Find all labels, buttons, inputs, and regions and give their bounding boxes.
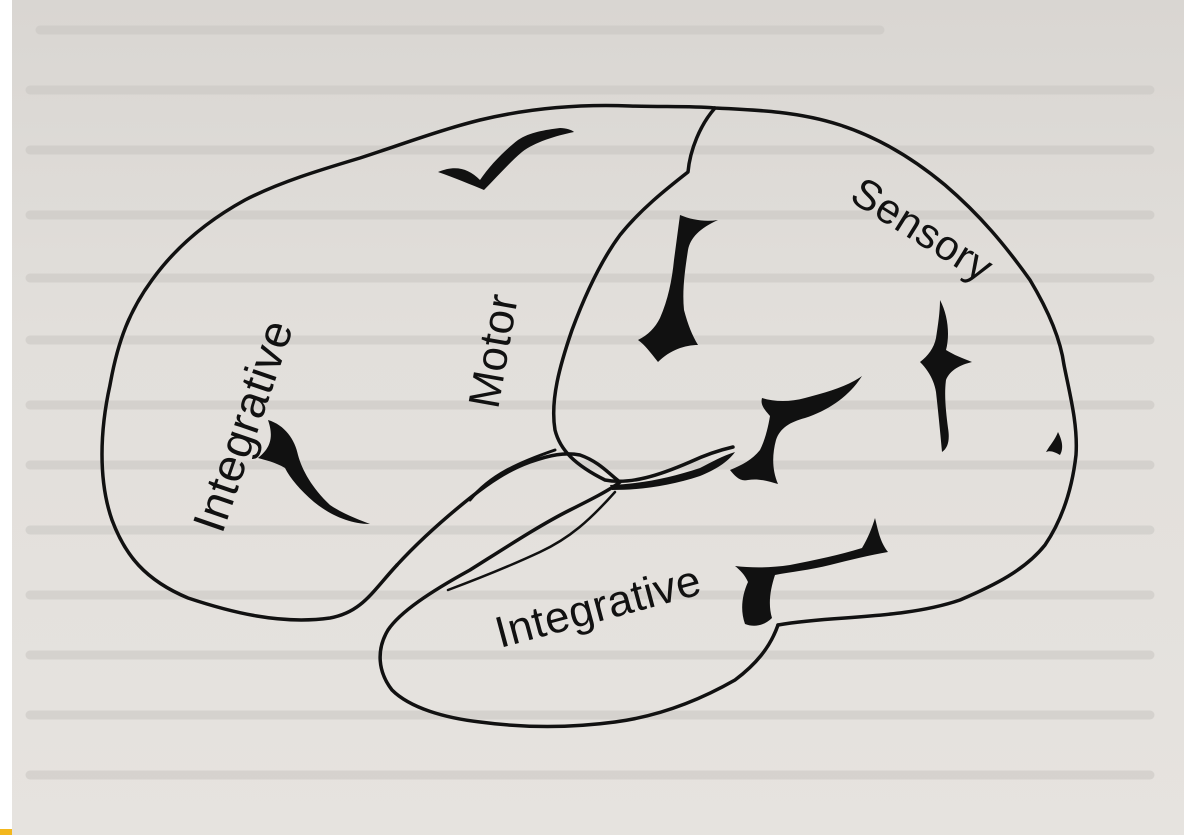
- corner-accent-mark: [0, 829, 12, 835]
- sulcus-mark-motor-top: [438, 128, 574, 190]
- label-sensory: Sensory: [843, 168, 1002, 291]
- central-sulcus-line: [554, 108, 733, 481]
- sulcus-mark-occipital-small: [1046, 432, 1062, 455]
- sulcus-mark-sensory: [920, 300, 972, 452]
- label-frontal-integrative: Integrative: [182, 313, 303, 538]
- label-temporal-integrative: Integrative: [490, 556, 706, 658]
- label-motor: Motor: [460, 290, 528, 412]
- background-print-lines: [30, 30, 1150, 775]
- sulcus-mark-frontal: [258, 420, 370, 524]
- temporal-sulcus-line: [448, 492, 615, 590]
